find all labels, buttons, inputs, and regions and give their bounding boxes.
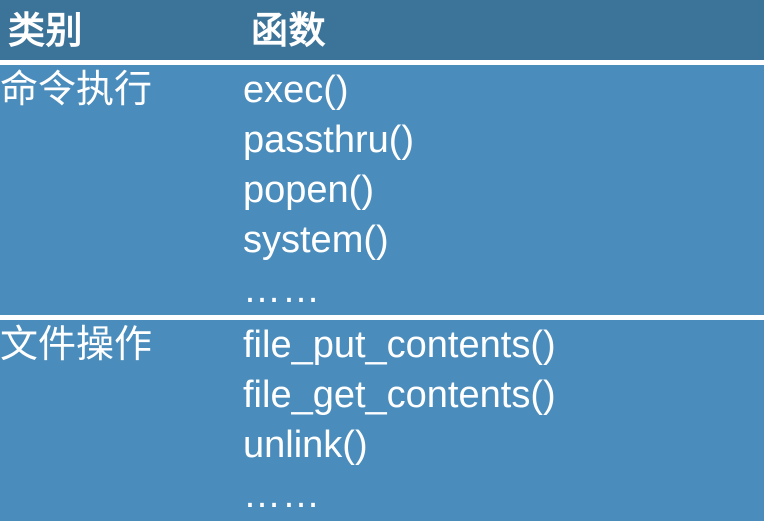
divider-segment-middle [238, 60, 243, 65]
function-list-ellipsis: …… [243, 474, 321, 516]
header-column-divider [238, 0, 243, 60]
row-column-divider [238, 320, 243, 520]
function-name: unlink() [243, 424, 368, 466]
function-name: file_put_contents() [243, 324, 556, 366]
divider-segment-right [243, 315, 764, 320]
function-name: system() [243, 219, 389, 261]
table-row: 命令执行 exec() passthru() popen() system() … [0, 65, 764, 315]
table-header-row: 类别 函数 [0, 0, 764, 60]
cell-category-command-execution: 命令执行 [0, 65, 238, 315]
divider-segment-right [243, 60, 764, 65]
function-name: passthru() [243, 119, 415, 161]
column-header-function: 函数 [243, 0, 764, 60]
header-body-divider [0, 60, 764, 65]
table-row: 文件操作 file_put_contents() file_get_conten… [0, 320, 764, 520]
function-name: popen() [243, 169, 374, 211]
cell-category-file-operation: 文件操作 [0, 320, 238, 520]
row-column-divider [238, 65, 243, 315]
divider-segment-middle [238, 315, 243, 320]
function-list-ellipsis: …… [243, 269, 321, 311]
divider-segment-left [0, 315, 238, 320]
cell-functions-file-operation: file_put_contents() file_get_contents() … [243, 320, 764, 520]
column-header-category: 类别 [0, 0, 238, 60]
function-name: file_get_contents() [243, 374, 556, 416]
cell-functions-command-execution: exec() passthru() popen() system() …… [243, 65, 764, 315]
row-separator-divider [0, 315, 764, 320]
divider-segment-left [0, 60, 238, 65]
function-name: exec() [243, 69, 349, 111]
